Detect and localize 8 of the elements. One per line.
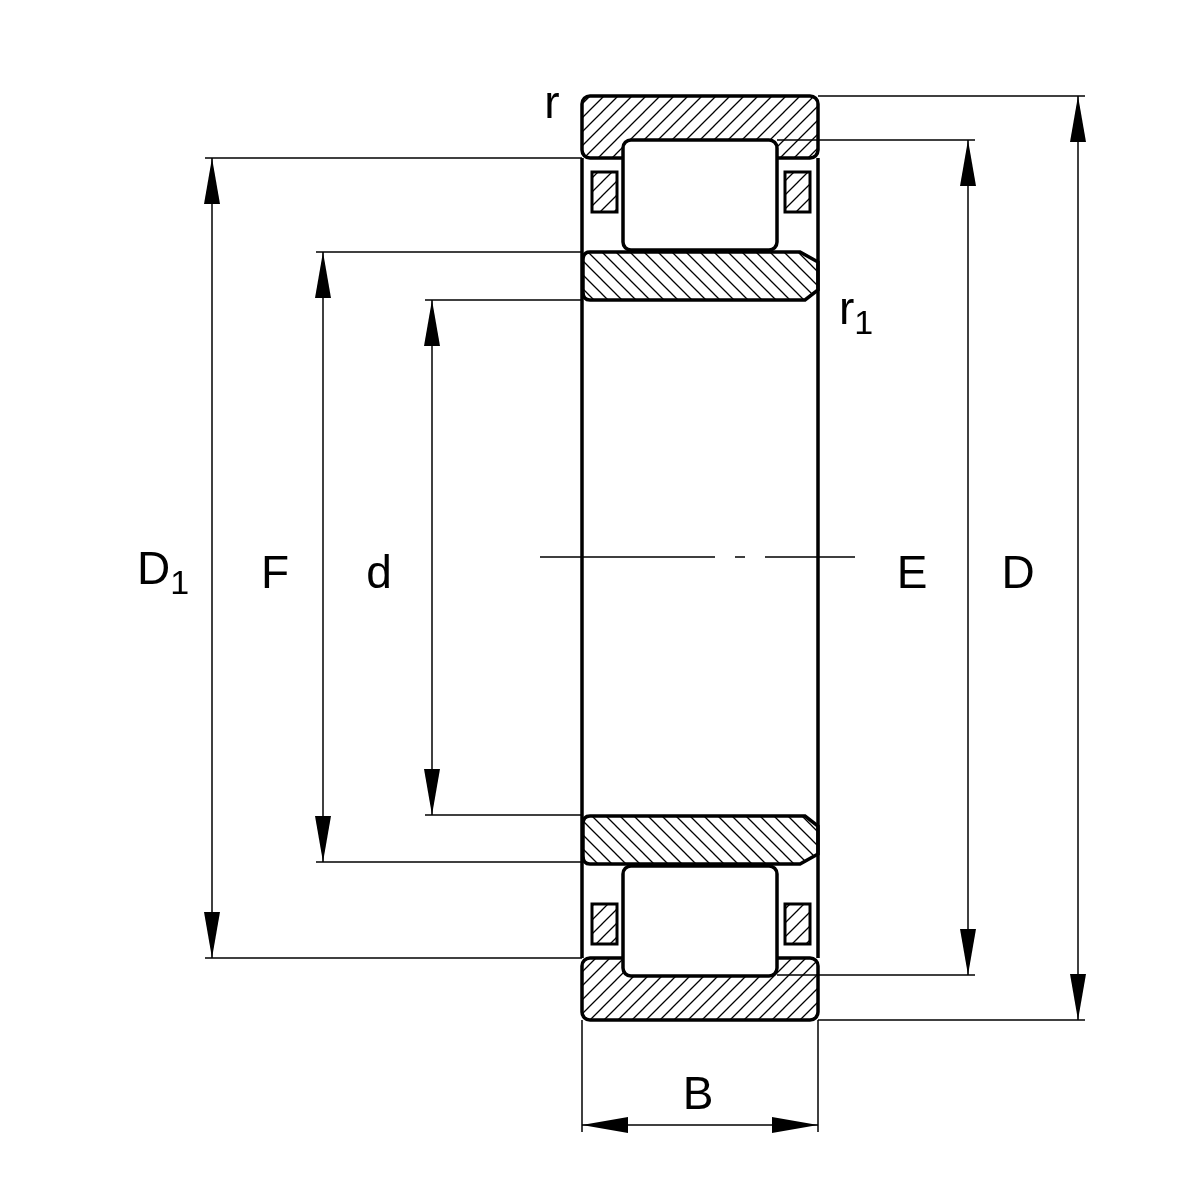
dimension-label: D$_{1}$ — [136, 544, 190, 600]
radius-label: r — [544, 79, 560, 125]
dimension-label: F — [260, 549, 290, 595]
dimension-label: d — [366, 549, 392, 595]
dimension-label: E — [896, 549, 928, 595]
dimension-label: D — [1001, 549, 1035, 595]
dimension-label: B — [682, 1070, 714, 1116]
radius-label: r$_{1}$ — [838, 284, 874, 340]
